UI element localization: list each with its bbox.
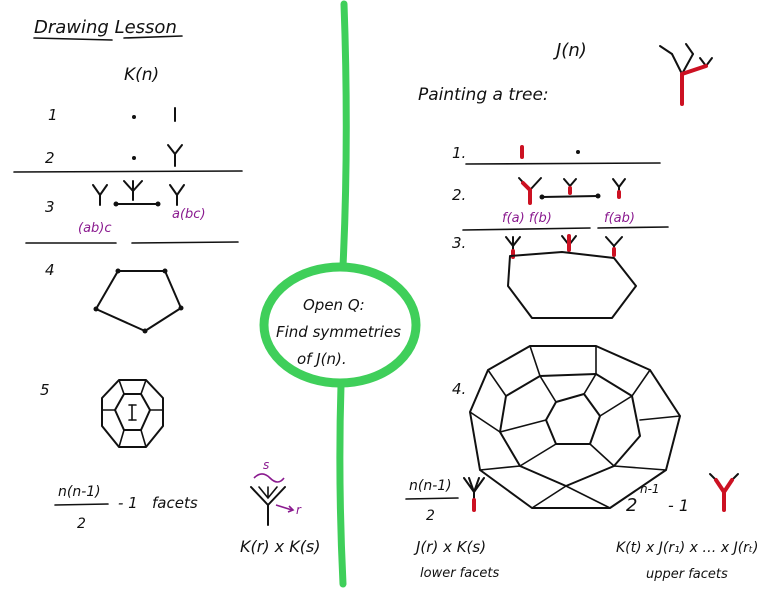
upper-minus: - 1 [668,496,689,515]
facet-rest: - 1 facets [118,494,198,512]
k2-dot [132,156,136,160]
lower-num: n(n-1) [409,478,452,494]
j4-polytope [469,345,681,509]
label-fab: f(ab) [604,211,635,226]
k3-vertex-a [113,201,119,207]
left-row-2: 2 [45,149,55,167]
lower-facet-tree [463,477,485,512]
right-divider-1 [465,162,661,165]
j1-dot [576,150,580,154]
title-underline-1 [33,37,113,41]
j2-edge [541,195,599,198]
k3-tree-middle [123,180,143,201]
painting-subtitle: Painting a tree: [418,85,549,105]
label-fa-fb: f(a) f(b) [502,211,552,226]
right-divider-2b [597,226,669,229]
facet-num: n(n-1) [58,484,101,500]
left-row-3: 3 [45,198,55,216]
k3-tree-a [92,184,108,206]
subtree-diagram [250,473,295,526]
right-row-2: 2. [452,186,466,204]
subtree-s-label: s [263,458,269,472]
facet-den: 2 [77,516,86,532]
right-row-4: 4. [452,380,466,398]
open-q-line-2: Find symmetries [276,323,401,341]
right-row-3: 3. [452,234,466,252]
lower-caption: lower facets [420,566,499,581]
upper-product: K(t) x J(r₁) x … x J(rₜ) [616,540,759,556]
open-q-line-3: of J(n). [297,350,347,368]
lower-fraction-bar [405,497,459,500]
jn-header: J(n) [553,40,587,61]
j2-tree-a-paint [521,181,532,205]
left-row-1: 1 [48,106,58,124]
k1-dot [132,115,136,119]
left-title: Drawing Lesson [34,17,177,38]
left-row-4: 4 [45,261,55,279]
right-divider-2a [462,227,591,231]
k5-polytope [101,379,164,448]
k3-vertex-b [155,201,161,207]
k3-tree-b [169,184,185,206]
painted-tree-icon [659,43,713,106]
upper-facet-tree [709,473,739,512]
facet-fraction-bar [54,503,109,506]
k4-pentagon [95,270,182,332]
j2-vertex-a [539,194,545,200]
lower-den: 2 [426,508,435,524]
j2-vertex-b [595,193,601,199]
upper-caption: upper facets [646,567,728,582]
left-row-5: 5 [40,381,50,399]
open-question-circle [259,262,421,388]
upper-exp: n-1 [640,482,660,496]
lower-product: J(r) x K(s) [413,538,486,556]
open-q-line-1: Open Q: [303,296,365,314]
kn-header: K(n) [124,65,159,85]
left-divider-1 [13,170,243,173]
upper-base: 2 [626,495,637,516]
title-underline-2 [123,35,183,39]
subtree-r-label: r [296,503,302,517]
k-product: K(r) x K(s) [240,537,321,556]
right-row-1: 1. [452,144,466,162]
green-divider [259,0,421,588]
label-a-bc: a(bc) [172,207,206,222]
left-divider-2b [131,241,239,244]
j3-hexagon [507,251,637,319]
label-ab-c: (ab)c [78,221,112,236]
k4-vertices [93,268,184,334]
k2-tree [167,144,183,167]
